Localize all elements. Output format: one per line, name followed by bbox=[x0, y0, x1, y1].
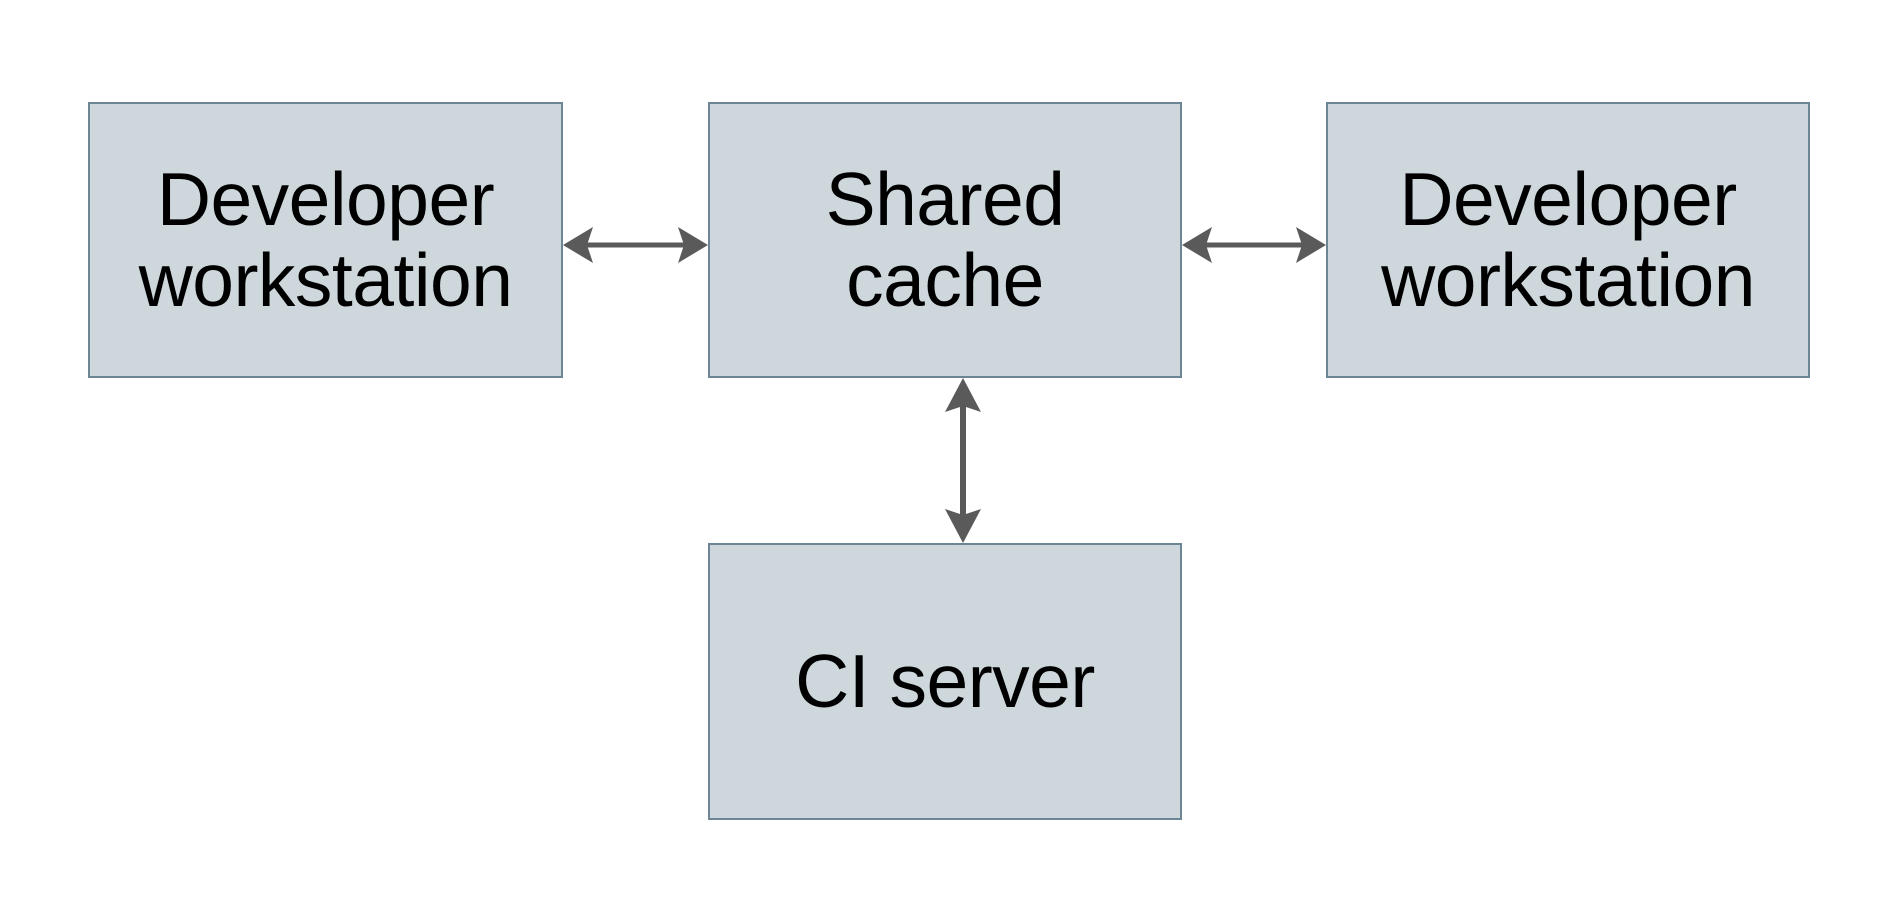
node-developer-workstation-left[interactable]: Developer workstation bbox=[88, 102, 563, 378]
node-label: Developer workstation bbox=[1381, 157, 1755, 322]
double-arrow-icon bbox=[945, 378, 981, 543]
node-label: CI server bbox=[795, 639, 1095, 723]
edge-shared-cache-to-right-workstation bbox=[1182, 205, 1326, 285]
double-arrow-icon bbox=[563, 227, 708, 263]
edge-left-workstation-to-shared-cache bbox=[563, 205, 708, 285]
node-ci-server[interactable]: CI server bbox=[708, 543, 1182, 820]
node-developer-workstation-right[interactable]: Developer workstation bbox=[1326, 102, 1810, 378]
node-label: Developer workstation bbox=[138, 157, 513, 322]
double-arrow-icon bbox=[1182, 227, 1326, 263]
node-label: Shared cache bbox=[825, 157, 1065, 322]
node-shared-cache[interactable]: Shared cache bbox=[708, 102, 1182, 378]
edge-shared-cache-to-ci-server bbox=[923, 378, 1003, 543]
